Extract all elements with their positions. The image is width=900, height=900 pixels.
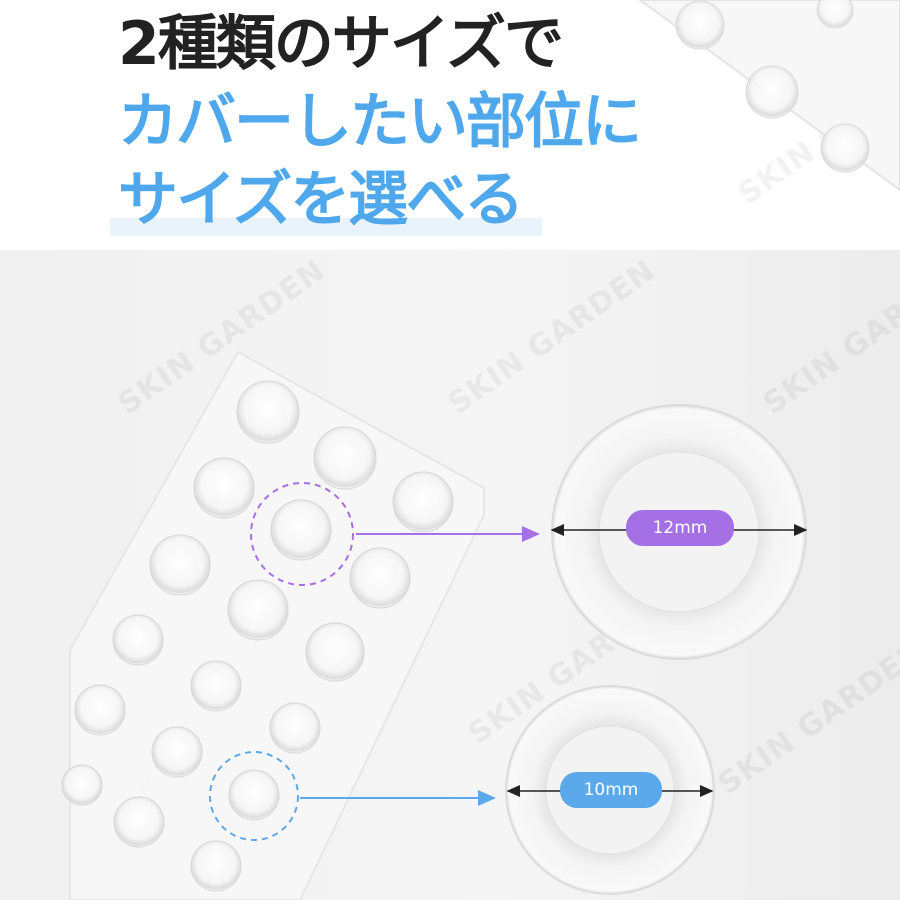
dashed-circle-icon (209, 751, 299, 841)
large-sticker-highlight (250, 482, 540, 586)
dashed-circle-icon (250, 482, 354, 586)
small-sticker-highlight (209, 751, 496, 841)
headline-line-1: 2種類のサイズで (118, 9, 564, 79)
size-label-10mm: 10mm (560, 772, 662, 808)
headline-line-2: カバーしたい部位に (118, 87, 642, 157)
headline-highlight (110, 218, 542, 236)
corner-sheet (638, 0, 900, 192)
sticker-sheet (61, 350, 485, 900)
headline-line-3: サイズを選べる (118, 165, 524, 235)
size-label-12mm: 12mm (626, 510, 734, 546)
